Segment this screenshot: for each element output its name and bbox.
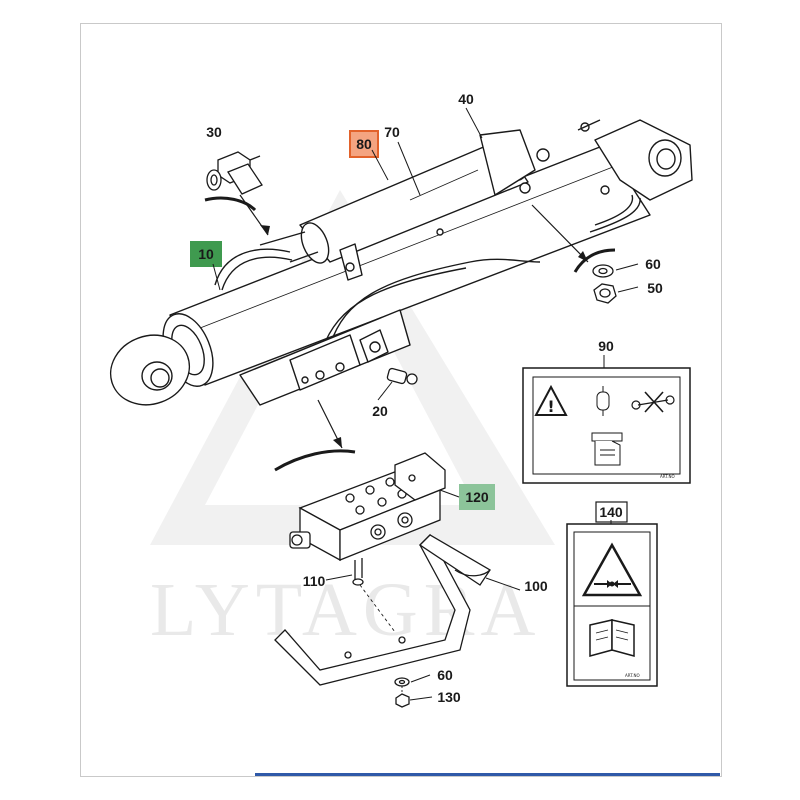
watermark-text: LYTAGRA [150, 568, 541, 652]
warning-triangle-icon: ! [534, 384, 568, 416]
svg-text:ART.NO: ART.NO [625, 673, 640, 678]
hand-crush-icon [591, 432, 623, 466]
washer-and-nut[interactable] [592, 264, 617, 304]
hydraulic-cylinder[interactable] [101, 119, 693, 416]
valve-block-120[interactable] [289, 452, 446, 586]
callout-110[interactable]: 110 [303, 573, 326, 589]
warning-crush-icon [581, 542, 643, 597]
callout-120-highlight [459, 484, 495, 510]
callout-140[interactable]: 140 [599, 504, 623, 520]
callout-50[interactable]: 50 [647, 280, 663, 296]
callout-20[interactable]: 20 [372, 403, 388, 419]
washer-and-bolt-bottom[interactable] [394, 677, 410, 708]
elbow-fitting-20[interactable] [386, 367, 418, 385]
callout-70[interactable]: 70 [384, 124, 400, 140]
callout-60-bottom[interactable]: 60 [437, 667, 453, 683]
bottom-rule [255, 773, 720, 776]
callout-40[interactable]: 40 [458, 91, 474, 107]
callout-10-highlight [190, 241, 222, 267]
svg-text:ART.NO: ART.NO [660, 474, 675, 479]
accumulator-icon [596, 386, 610, 416]
fitting-30[interactable] [206, 151, 263, 195]
protective-cover-100[interactable] [274, 533, 491, 686]
decal-140[interactable]: ART.NO [566, 523, 658, 687]
decal-90[interactable]: ! ART.NO [522, 367, 691, 484]
callout-60-top[interactable]: 60 [645, 256, 661, 272]
callout-100[interactable]: 100 [524, 578, 548, 594]
leader-lines [212, 107, 639, 701]
callout-10[interactable]: 10 [198, 246, 214, 262]
callout-120[interactable]: 120 [465, 489, 489, 505]
svg-text:!: ! [547, 397, 554, 416]
manual-book-icon [589, 619, 635, 657]
callout-90[interactable]: 90 [598, 338, 614, 354]
no-wrench-icon [631, 391, 675, 413]
callout-130[interactable]: 130 [437, 689, 461, 705]
callout-30[interactable]: 30 [206, 124, 222, 140]
callout-80[interactable]: 80 [356, 136, 372, 152]
